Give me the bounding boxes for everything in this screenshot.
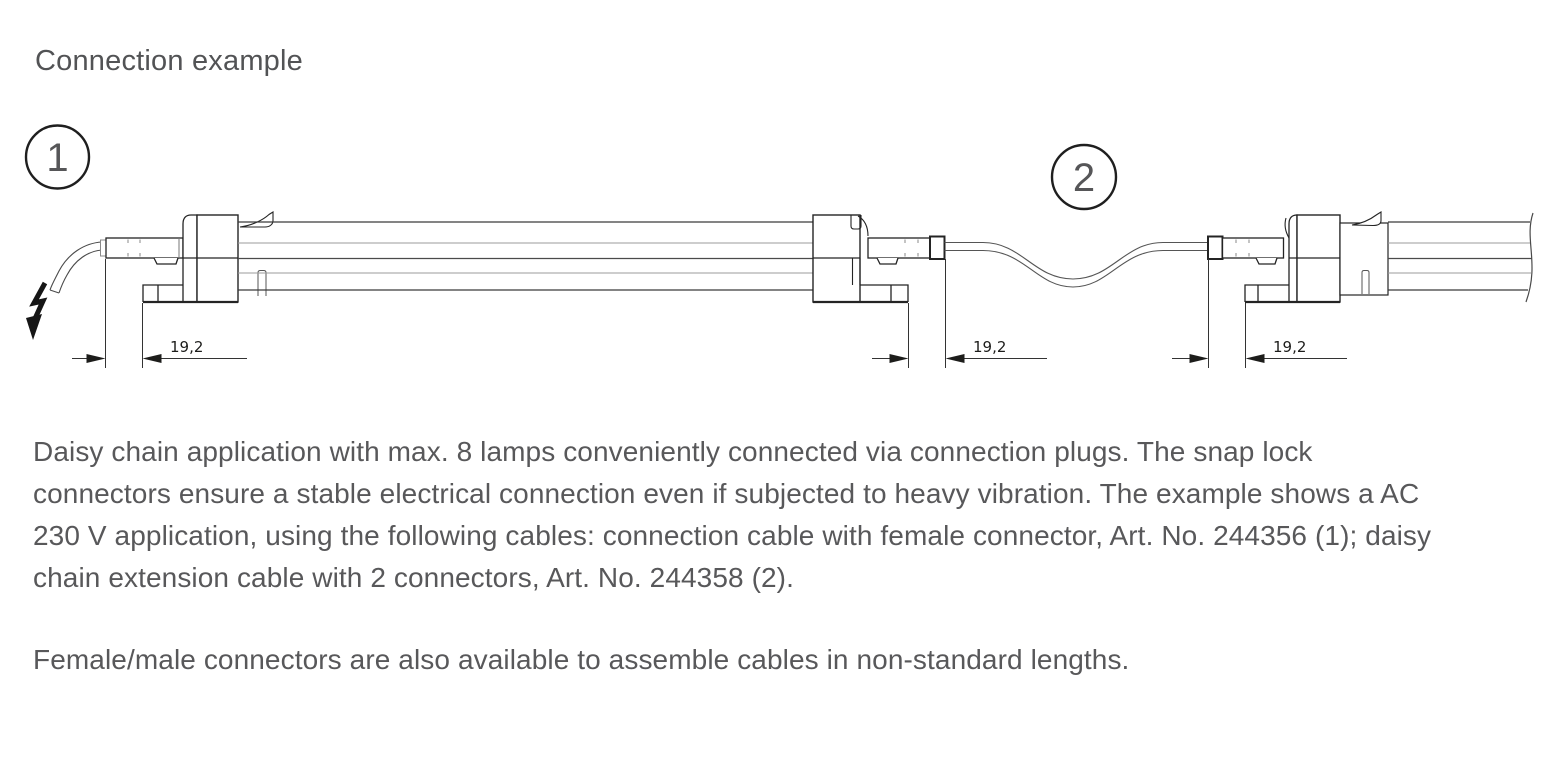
dimension-label: 19,2	[170, 338, 203, 356]
callout-1-circle	[24, 124, 91, 190]
daisy-connector-out	[867, 235, 946, 265]
extension-cable	[944, 241, 1208, 288]
paragraph-line: 230 V application, using the following c…	[33, 520, 1432, 551]
tube-break-line	[1525, 212, 1534, 303]
female-connector-1	[100, 237, 184, 265]
paragraph-line: connectors ensure a stable electrical co…	[33, 478, 1420, 509]
lamp2-tube	[1388, 212, 1534, 303]
power-bolt-icon	[26, 281, 48, 340]
callout-2-number: 2	[1073, 156, 1095, 200]
callout-2-circle	[1050, 143, 1118, 211]
dimension-label: 19,2	[1273, 338, 1306, 356]
female-connector-2	[1207, 235, 1285, 265]
description-paragraph: Daisy chain application with max. 8 lamp…	[33, 431, 1431, 599]
callout-1: 1	[24, 124, 91, 190]
power-cable	[49, 241, 103, 294]
lamp2-endcap-left	[1244, 211, 1389, 304]
lamp1-endcap-right	[812, 214, 909, 304]
callout-1-number: 1	[46, 136, 68, 180]
dimension-label: 19,2	[973, 338, 1006, 356]
connection-diagram: 1 2	[24, 124, 1534, 368]
paragraph-line: Daisy chain application with max. 8 lamp…	[33, 436, 1313, 467]
paragraph-line: chain extension cable with 2 connectors,…	[33, 562, 794, 593]
lamp1-tube	[238, 221, 813, 291]
dimension-2: 19,2	[872, 259, 1047, 368]
dimension-1: 19,2	[72, 259, 247, 368]
page-title: Connection example	[35, 45, 303, 77]
availability-paragraph: Female/male connectors are also availabl…	[33, 644, 1130, 675]
callout-2: 2	[1050, 143, 1118, 211]
dimension-3: 19,2	[1172, 259, 1347, 368]
